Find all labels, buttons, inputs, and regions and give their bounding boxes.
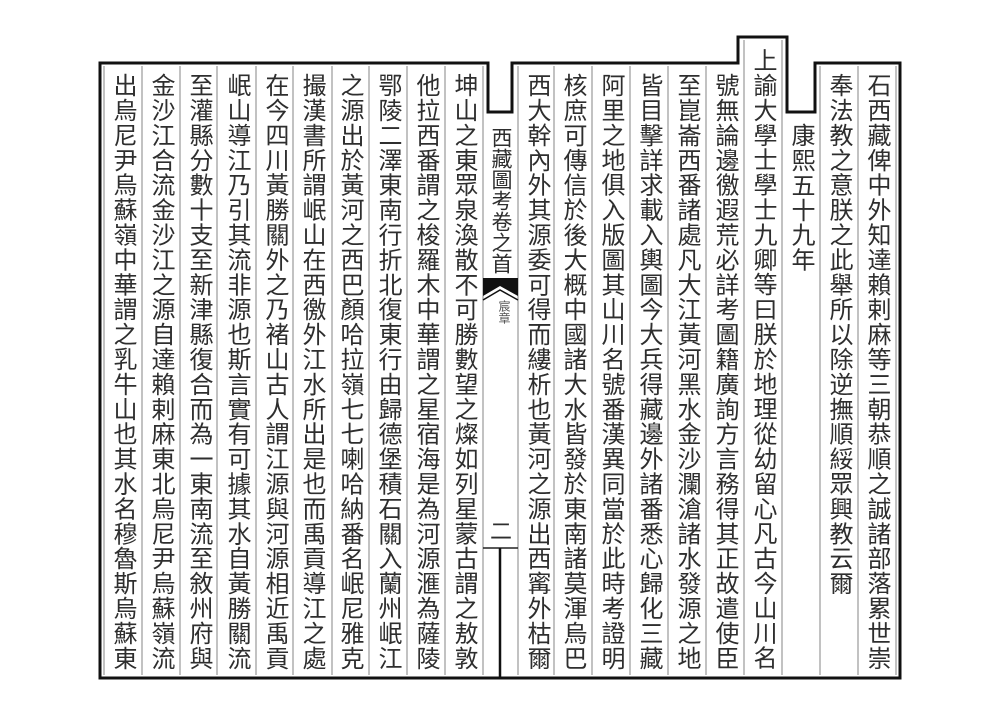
edict-column-raised: 上諭大學士學士九卿等曰朕於地理從幼留心凡古今山川名 xyxy=(749,48,777,671)
volume-title: 西藏圖考卷之首 xyxy=(489,127,513,274)
page-number: 二 xyxy=(489,520,512,545)
text-column: 奉法教之意朕之此舉所以除逆撫順綏眾興教云爾 xyxy=(825,73,853,596)
text-column: 皆目擊詳求載入輿圖今大兵得藏邊外諸番悉心歸化三藏 xyxy=(635,73,663,671)
text-column: 之源出於黃河之西巴顏哈拉嶺七七喇哈納番名岷尼雅克 xyxy=(336,73,364,671)
text-column: 號無論邊徼遐荒必詳考圖籍廣詢方言務得其正故遣使臣 xyxy=(711,73,739,671)
text-column: 岷山導江乃引其流非源也斯言實有可據其水自黃勝關流 xyxy=(223,73,251,671)
outer-border xyxy=(98,35,902,680)
section-label: 宸章 xyxy=(497,300,511,324)
date-column: 康熙五十九年 xyxy=(787,123,815,273)
text-column: 阿里之地俱入版圖其山川名號番漢異同當於此時考證明 xyxy=(597,73,625,671)
text-column: 出烏尼尹烏蘇嶺中華謂之乳牛山也其水名穆魯斯烏蘇東 xyxy=(109,73,137,671)
text-column: 金沙江合流金沙江之源自達賴剌麻東北烏尼尹烏蘇嶺流 xyxy=(147,73,175,671)
text-column: 石西藏俾中外知達賴剌麻等三朝恭順之誠諸部落累世崇 xyxy=(863,73,891,671)
text-column: 西大幹內外其源委可得而縷析也黃河之源出西寗外枯爾 xyxy=(523,73,551,671)
text-column: 鄂陵二澤東南行折北復東行由歸德堡積石關入蘭州岷江 xyxy=(374,73,402,671)
text-column: 核庶可傳信於後大概中國諸大水皆發於東南諸莫渾烏巴 xyxy=(559,73,587,671)
text-column: 他拉西番謂之梭羅木中華謂之星宿海是為河源滙為薩陵 xyxy=(412,73,440,671)
text-column: 坤山之東眾泉渙散不可勝數望之燦如列星蒙古謂之敖敦 xyxy=(450,73,478,671)
text-column: 在今四川黃勝關外之乃褚山古人謂江源與河源相近禹貢 xyxy=(261,73,289,671)
column-rules xyxy=(103,40,897,675)
text-column: 至崑崙西番諸處凡大江黃河黑水金沙瀾滄諸水發源之地 xyxy=(673,73,701,671)
text-column: 至灌縣分數十支至新津縣復合而為一東南流至敘州府與 xyxy=(185,73,213,671)
text-column: 撮漢書所謂岷山在西徼外江水所出是也而禹貢導江之處 xyxy=(298,73,326,671)
fish-tail-marker-icon xyxy=(482,278,519,301)
